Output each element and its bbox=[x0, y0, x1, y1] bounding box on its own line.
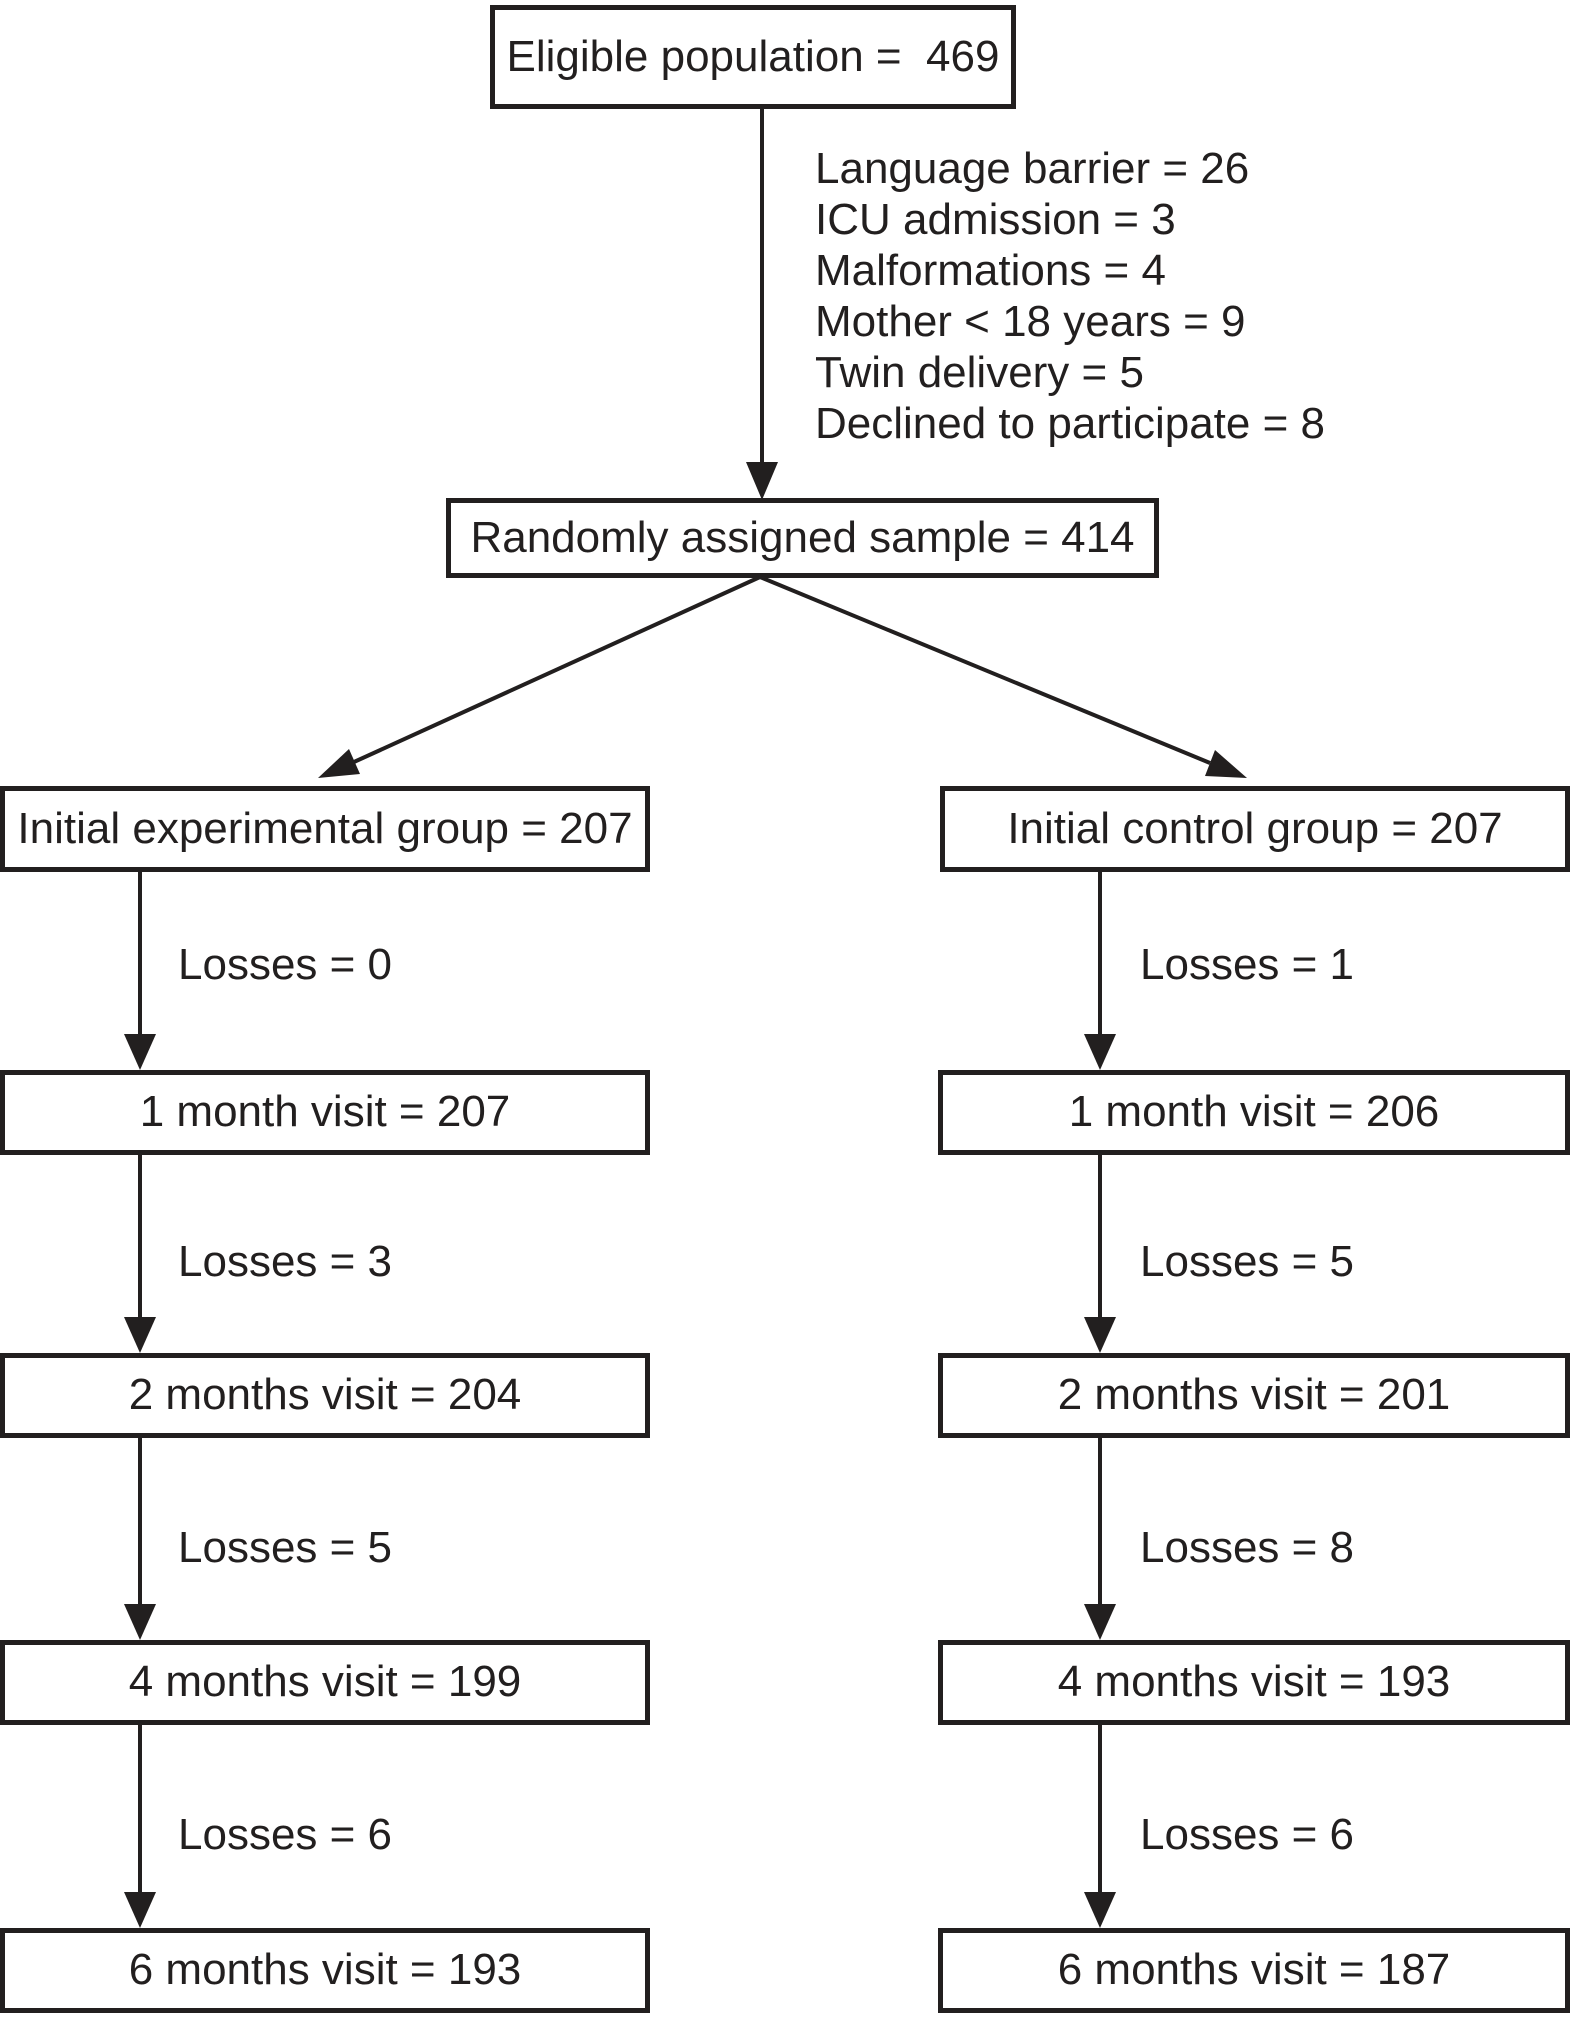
experimental-group-box: Initial experimental group = 207 bbox=[0, 786, 650, 872]
randomized-sample-label: Randomly assigned sample = 414 bbox=[470, 512, 1135, 562]
experimental-losses-4: Losses = 6 bbox=[178, 1810, 393, 1859]
exclusion-item: ICU admission = 3 bbox=[815, 195, 1176, 244]
experimental-4months-label: 4 months visit = 199 bbox=[128, 1657, 522, 1707]
control-group-box: Initial control group = 207 bbox=[940, 786, 1570, 872]
control-4months-box: 4 months visit = 193 bbox=[938, 1640, 1570, 1725]
experimental-2months-label: 2 months visit = 204 bbox=[128, 1370, 522, 1420]
exclusion-item: Language barrier = 26 bbox=[815, 144, 1250, 193]
experimental-2months-box: 2 months visit = 204 bbox=[0, 1353, 650, 1438]
experimental-1month-box: 1 month visit = 207 bbox=[0, 1070, 650, 1155]
control-losses-4: Losses = 6 bbox=[1140, 1810, 1355, 1859]
control-losses-3: Losses = 8 bbox=[1140, 1523, 1355, 1572]
arrow-ctrl-2months-to-4months bbox=[1084, 1438, 1116, 1640]
experimental-4months-box: 4 months visit = 199 bbox=[0, 1640, 650, 1725]
randomized-sample-box: Randomly assigned sample = 414 bbox=[446, 498, 1159, 578]
experimental-group-label: Initial experimental group = 207 bbox=[17, 803, 633, 853]
control-1month-box: 1 month visit = 206 bbox=[938, 1070, 1570, 1155]
exclusion-item: Declined to participate = 8 bbox=[815, 399, 1325, 448]
control-4months-label: 4 months visit = 193 bbox=[1057, 1657, 1451, 1707]
control-1month-label: 1 month visit = 206 bbox=[1068, 1087, 1440, 1137]
exclusion-item: Mother < 18 years = 9 bbox=[815, 297, 1246, 346]
control-group-label: Initial control group = 207 bbox=[1007, 803, 1503, 853]
arrow-randomized-to-experimental bbox=[318, 575, 761, 778]
arrow-exp-1month-to-2months bbox=[124, 1155, 156, 1353]
exclusion-item: Malformations = 4 bbox=[815, 246, 1166, 295]
exclusions-list: Language barrier = 26 ICU admission = 3 … bbox=[815, 143, 1325, 449]
arrow-control-to-1month bbox=[1084, 872, 1116, 1070]
arrow-ctrl-4months-to-6months bbox=[1084, 1725, 1116, 1928]
arrow-exp-4months-to-6months bbox=[124, 1725, 156, 1928]
control-losses-1: Losses = 1 bbox=[1140, 940, 1355, 989]
experimental-losses-3: Losses = 5 bbox=[178, 1523, 393, 1572]
experimental-1month-label: 1 month visit = 207 bbox=[139, 1087, 511, 1137]
control-6months-label: 6 months visit = 187 bbox=[1057, 1945, 1451, 1995]
arrow-randomized-to-control bbox=[759, 575, 1247, 778]
arrow-eligible-to-randomized bbox=[746, 105, 778, 500]
control-2months-label: 2 months visit = 201 bbox=[1057, 1370, 1451, 1420]
arrow-ctrl-1month-to-2months bbox=[1084, 1155, 1116, 1353]
experimental-6months-box: 6 months visit = 193 bbox=[0, 1928, 650, 2013]
experimental-losses-2: Losses = 3 bbox=[178, 1237, 393, 1286]
control-2months-box: 2 months visit = 201 bbox=[938, 1353, 1570, 1438]
exclusion-item: Twin delivery = 5 bbox=[815, 348, 1144, 397]
experimental-losses-1: Losses = 0 bbox=[178, 940, 393, 989]
arrow-experimental-to-1month bbox=[124, 872, 156, 1070]
experimental-6months-label: 6 months visit = 193 bbox=[128, 1945, 522, 1995]
control-6months-box: 6 months visit = 187 bbox=[938, 1928, 1570, 2013]
eligible-population-label: Eligible population = 469 bbox=[506, 31, 1000, 81]
arrow-exp-2months-to-4months bbox=[124, 1438, 156, 1640]
eligible-population-box: Eligible population = 469 bbox=[490, 5, 1016, 109]
control-losses-2: Losses = 5 bbox=[1140, 1237, 1355, 1286]
